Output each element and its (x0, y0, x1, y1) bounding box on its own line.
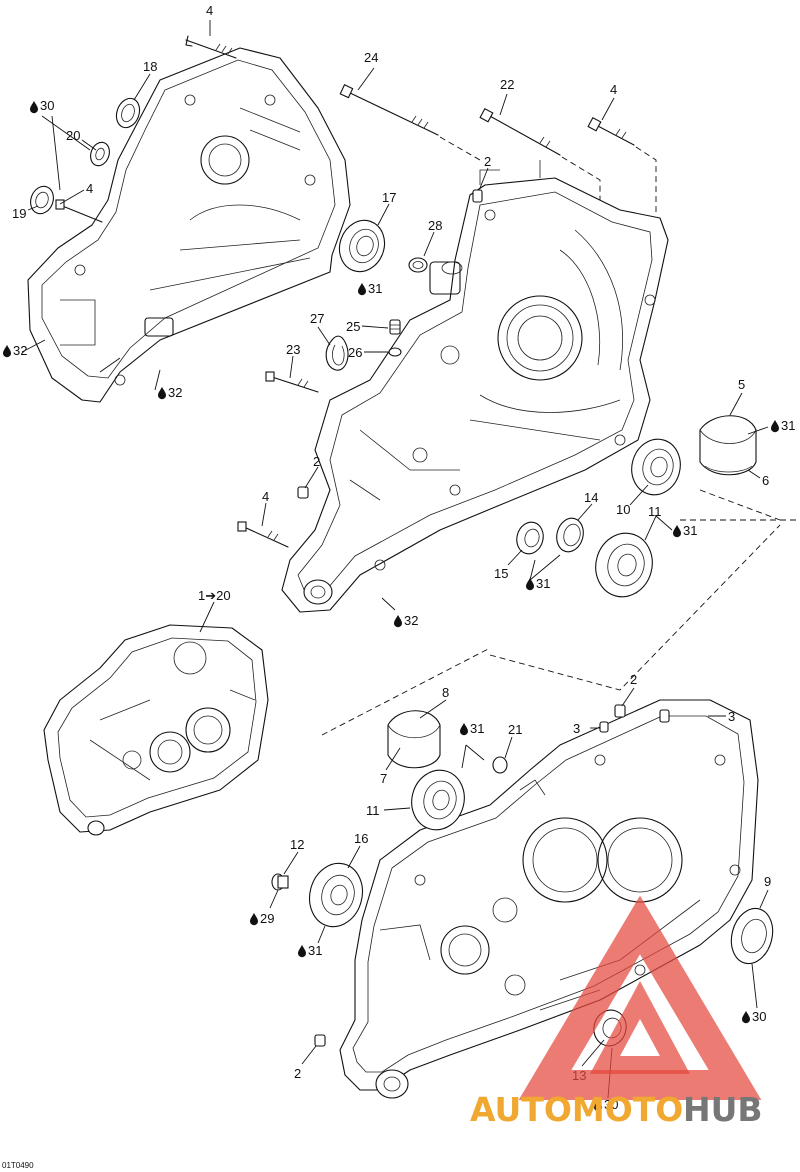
plug-12 (271, 873, 289, 891)
seal-15 (516, 521, 544, 555)
bolt-22 (479, 107, 561, 156)
callout-labels: 4 18 30 20 4 19 32 32 24 22 4 2 17 31 28… (3, 3, 795, 1112)
callout-1-to-20: 1➔20 (198, 588, 231, 603)
bolt-4-left (55, 199, 103, 223)
callout-7: 7 (380, 771, 387, 786)
alignment-line-bearing (321, 647, 491, 736)
callout-31-bearing-17: 31 (368, 281, 382, 296)
callout-30-left: 30 (40, 98, 54, 113)
callout-31-seal-15: 31 (536, 576, 550, 591)
callout-31-bearing-11: 31 (683, 523, 697, 538)
alignment-line-middle (489, 524, 781, 691)
fitting-25 (389, 319, 401, 335)
callout-11-low: 11 (366, 803, 380, 818)
watermark-text-hub: HUB (683, 1090, 763, 1129)
callout-26: 26 (348, 345, 362, 360)
callout-4-right: 4 (610, 82, 617, 97)
seal-19 (30, 185, 54, 215)
callout-4-top: 4 (206, 3, 213, 18)
callout-32-bottom: 32 (404, 613, 418, 628)
watermark-text-automoto: AUTOMOTO (470, 1090, 683, 1129)
callout-3-b: 3 (728, 709, 735, 724)
callout-28: 28 (428, 218, 442, 233)
callout-22: 22 (500, 77, 514, 92)
seal-9 (730, 907, 774, 965)
callout-2-top: 2 (484, 154, 491, 169)
bearing-11-top (595, 532, 653, 598)
bushing-5-6 (699, 415, 757, 476)
alignment-line-24 (439, 136, 481, 161)
callout-2-lower: 2 (630, 672, 637, 687)
bolt-23 (265, 371, 319, 393)
callout-8: 8 (442, 685, 449, 700)
washer-26 (388, 347, 402, 357)
callout-10: 10 (616, 502, 630, 517)
dowel-2-bottom (314, 1034, 326, 1047)
crankcase-half-center (281, 160, 669, 613)
bolt-4-right (587, 116, 635, 146)
callout-9: 9 (764, 874, 771, 889)
dowel-2-lower (614, 704, 626, 718)
callout-31-bushing-8: 31 (470, 721, 484, 736)
gasket-27 (325, 335, 349, 371)
callout-23: 23 (286, 342, 300, 357)
callout-21: 21 (508, 722, 522, 737)
dowel-2-mid (297, 486, 309, 499)
bearing-17 (338, 219, 386, 273)
needle-bearing-14 (556, 517, 584, 553)
crankcase-half-top-left (27, 47, 351, 403)
callout-14: 14 (584, 490, 598, 505)
bearing-16 (309, 862, 363, 928)
bolt-24 (339, 84, 439, 136)
alignment-line-4 (635, 146, 657, 215)
alignment-line-right (680, 489, 800, 521)
bearing-11-low (411, 769, 465, 831)
bearing-10 (631, 438, 681, 496)
crankcase-assembly-1-20 (43, 624, 269, 836)
callout-17: 17 (382, 190, 396, 205)
alignment-line-22 (561, 156, 601, 200)
callout-5: 5 (738, 377, 745, 392)
o-ring-21 (492, 756, 508, 774)
callout-30-seal-13: 30 (604, 1097, 618, 1112)
callout-6: 6 (762, 473, 769, 488)
watermark-logo: AUTOMOTO HUB (470, 895, 763, 1129)
callout-12: 12 (290, 837, 304, 852)
callout-25: 25 (346, 319, 360, 334)
callout-27: 27 (310, 311, 324, 326)
bolt-4-mid (237, 521, 289, 548)
callout-11-top: 11 (648, 504, 662, 519)
callout-19: 19 (12, 206, 26, 221)
callout-32-left: 32 (13, 343, 27, 358)
callout-18: 18 (143, 59, 157, 74)
dowel-2-top (472, 189, 483, 203)
callout-24: 24 (364, 50, 378, 65)
callout-4-mid: 4 (262, 489, 269, 504)
callout-31-bearing-16: 31 (308, 943, 322, 958)
callout-29: 29 (260, 911, 274, 926)
crankcase-half-bottom (339, 699, 759, 1099)
callout-20: 20 (66, 128, 80, 143)
callout-2-mid: 2 (313, 454, 320, 469)
callout-16: 16 (354, 831, 368, 846)
callout-15: 15 (494, 566, 508, 581)
callout-32-mid: 32 (168, 385, 182, 400)
seal-20 (90, 141, 110, 167)
dowel-3-b (659, 709, 670, 723)
figure-code: 01T0490 (2, 1161, 34, 1170)
bushing-7-8 (387, 710, 441, 769)
callout-31-bushing-5: 31 (781, 418, 795, 433)
o-ring-28 (408, 257, 428, 273)
seal-18 (115, 97, 141, 129)
callout-3-a: 3 (573, 721, 580, 736)
callout-30-seal-9: 30 (752, 1009, 766, 1024)
callout-4-left: 4 (86, 181, 93, 196)
stud-4-top (185, 35, 237, 59)
dowel-3-a (599, 721, 609, 733)
callout-2-bottom: 2 (294, 1066, 301, 1081)
